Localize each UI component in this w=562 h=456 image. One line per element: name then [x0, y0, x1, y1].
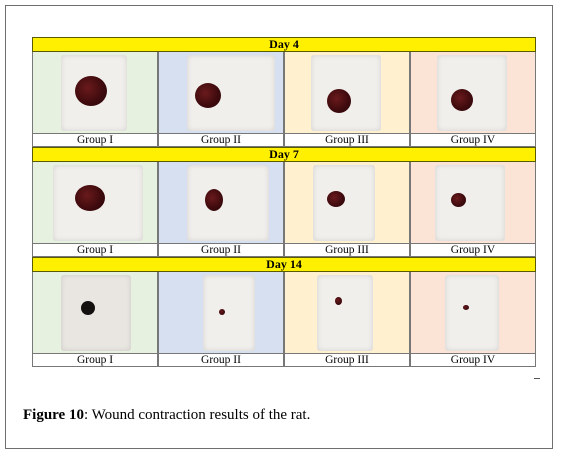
- rat-photo: [435, 165, 505, 241]
- rat-photo: [313, 165, 375, 241]
- group-label: Group III: [284, 133, 410, 147]
- day-7-photo-row: [32, 162, 536, 243]
- rat-photo: [187, 55, 275, 131]
- group-label: Group II: [158, 133, 284, 147]
- wound: [451, 193, 466, 207]
- day-14-label-row: Group I Group II Group III Group IV: [32, 353, 536, 367]
- wound: [327, 191, 345, 207]
- rat-photo: [203, 275, 255, 351]
- wound: [463, 305, 469, 310]
- day-7-group-ii-cell: [158, 162, 284, 243]
- group-label: Group I: [32, 133, 158, 147]
- figure-caption: Figure 10: Wound contraction results of …: [23, 407, 310, 424]
- rat-photo: [61, 275, 131, 351]
- rat-photo: [61, 55, 127, 131]
- group-label: Group I: [32, 353, 158, 367]
- day-4-group-ii-cell: [158, 52, 284, 133]
- group-label: Group III: [284, 243, 410, 257]
- day-7-band: Day 7: [32, 147, 536, 162]
- day-7-group-iii-cell: [284, 162, 410, 243]
- rat-photo: [437, 55, 507, 131]
- wound: [335, 297, 342, 305]
- group-label: Group II: [158, 353, 284, 367]
- rat-photo: [311, 55, 381, 131]
- wound: [205, 189, 223, 211]
- day-7-group-iv-cell: [410, 162, 536, 243]
- rat-photo: [317, 275, 373, 351]
- wound: [451, 89, 473, 111]
- figure-frame: Day 4 G: [5, 5, 553, 449]
- group-label: Group II: [158, 243, 284, 257]
- group-label: Group III: [284, 353, 410, 367]
- wound: [195, 83, 221, 108]
- day-14-band: Day 14: [32, 257, 536, 272]
- day-4-group-iii-cell: [284, 52, 410, 133]
- group-label: Group IV: [410, 243, 536, 257]
- day-14-group-i-cell: [32, 272, 158, 353]
- rat-photo: [445, 275, 499, 351]
- wound: [219, 309, 225, 315]
- rat-photo: [187, 165, 269, 241]
- edge-mark: [534, 378, 540, 379]
- wound-photo-grid: Day 4 G: [32, 37, 536, 367]
- rat-photo: [53, 165, 143, 241]
- wound: [75, 76, 107, 106]
- wound: [75, 185, 105, 211]
- day-7-group-i-cell: [32, 162, 158, 243]
- figure-caption-text: : Wound contraction results of the rat.: [83, 407, 311, 423]
- group-label: Group I: [32, 243, 158, 257]
- day-4-group-iv-cell: [410, 52, 536, 133]
- wound: [81, 301, 95, 315]
- day-14-photo-row: [32, 272, 536, 353]
- day-4-group-i-cell: [32, 52, 158, 133]
- day-4-label-row: Group I Group II Group III Group IV: [32, 133, 536, 147]
- day-4-photo-row: [32, 52, 536, 133]
- group-label: Group IV: [410, 353, 536, 367]
- wound: [327, 89, 351, 113]
- day-4-band: Day 4: [32, 37, 536, 52]
- group-label: Group IV: [410, 133, 536, 147]
- day-14-group-iv-cell: [410, 272, 536, 353]
- day-14-group-iii-cell: [284, 272, 410, 353]
- day-14-group-ii-cell: [158, 272, 284, 353]
- day-7-label-row: Group I Group II Group III Group IV: [32, 243, 536, 257]
- figure-caption-label: Figure 10: [23, 407, 84, 423]
